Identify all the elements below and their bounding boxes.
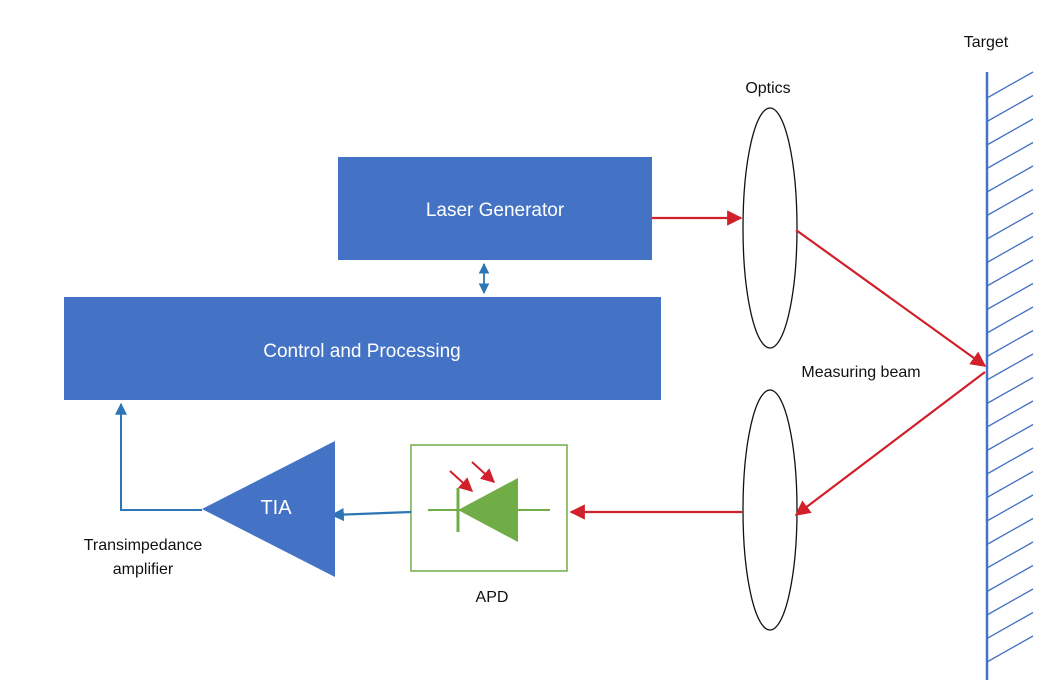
target-hatch-mark	[986, 259, 1034, 287]
laser-generator-label: Laser Generator	[426, 200, 565, 221]
target-hatch-mark	[986, 635, 1034, 663]
target-hatch-mark	[986, 235, 1034, 264]
target-hatch-mark	[986, 376, 1034, 405]
transimpedance-label-line1: Transimpedance	[84, 537, 203, 554]
target-hatch-mark	[986, 282, 1034, 311]
target-hatch-mark	[986, 400, 1034, 428]
optics-label: Optics	[745, 80, 790, 97]
outgoing-measuring-beam	[795, 229, 987, 367]
photodiode-icon	[428, 461, 550, 542]
target-hatch-mark	[986, 517, 1034, 546]
tia-label: TIA	[260, 497, 292, 519]
target-hatch-mark	[986, 329, 1034, 358]
target-hatch-mark	[986, 94, 1034, 123]
target-hatch-mark	[986, 447, 1034, 475]
target-hatch-mark	[986, 541, 1034, 569]
target-label: Target	[964, 34, 1009, 51]
apd-to-tia-arrow	[330, 507, 412, 522]
target-hatch-mark	[986, 118, 1034, 146]
target-hatch-mark	[986, 423, 1034, 452]
target-hatch-mark	[986, 188, 1034, 217]
target-hatch-mark	[986, 141, 1034, 170]
transimpedance-label-line2: amplifier	[113, 561, 174, 578]
laser-generator-block	[338, 157, 652, 260]
target-hatch-mark	[986, 494, 1034, 522]
apd-label: APD	[476, 589, 509, 606]
target-hatch-mark	[986, 564, 1034, 593]
target-hatch-mark	[986, 611, 1034, 640]
target-hatch-mark	[986, 212, 1034, 240]
target-hatch-mark	[986, 588, 1034, 616]
optics-transmit-lens	[742, 107, 798, 349]
tia-amplifier-triangle	[202, 441, 335, 577]
target-hatch-mark	[986, 353, 1034, 381]
measuring-beam-label: Measuring beam	[801, 364, 920, 381]
control-processing-label: Control and Processing	[263, 341, 461, 362]
tia-to-control-arrow	[115, 402, 202, 511]
reflected-measuring-beam	[794, 371, 986, 516]
target-hatch-mark	[986, 470, 1034, 499]
target-hatch-mark	[986, 165, 1034, 193]
optics-receive-lens	[742, 389, 798, 631]
target-hatch-mark	[986, 71, 1034, 99]
control-processing-block	[64, 297, 661, 400]
target-hatch-mark	[986, 306, 1034, 334]
target-surface	[985, 71, 1034, 680]
